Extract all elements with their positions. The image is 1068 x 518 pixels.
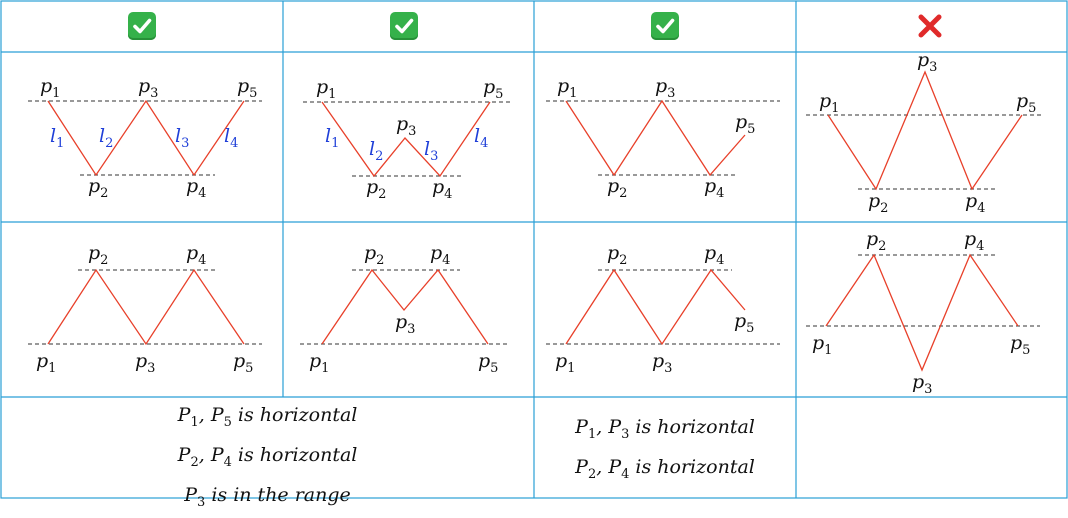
- point-label: p4: [704, 175, 724, 201]
- point-label: p3: [396, 113, 416, 139]
- line-label: l3: [175, 125, 189, 151]
- point-label: p4: [432, 176, 452, 202]
- point-label: p1: [557, 75, 577, 101]
- point-label: p3: [395, 311, 415, 337]
- pattern-r2c1: p2 p4 p1 p3 p5: [28, 242, 262, 376]
- statement-line: P2, P4 is horizontal: [575, 455, 755, 482]
- point-label: p2: [607, 175, 627, 201]
- line-label: l2: [369, 138, 383, 164]
- point-label: p3: [138, 75, 158, 101]
- check-mark-icon: [651, 12, 679, 40]
- point-label: p4: [965, 190, 985, 216]
- point-label: p5: [1010, 332, 1030, 358]
- pattern-r2c4: p2 p4 p1 p5 p3: [806, 228, 1040, 397]
- line-label: l1: [50, 125, 64, 151]
- point-label: p1: [819, 90, 839, 116]
- point-label: p4: [964, 228, 984, 254]
- zigzag-line: [47, 268, 245, 346]
- point-label: p2: [88, 175, 108, 201]
- statement-left: P1, P5 is horizontal P2, P4 is horizonta…: [1, 399, 534, 518]
- pattern-r2c2: p2 p4 p3 p1 p5: [300, 242, 508, 376]
- table-borders: [0, 0, 1068, 499]
- point-label: p4: [704, 242, 724, 268]
- zigzag-line: [827, 70, 1023, 191]
- point-label: p3: [135, 350, 155, 376]
- point-label: p5: [734, 310, 754, 336]
- zigzag-line: [47, 99, 245, 177]
- point-label: p3: [655, 75, 675, 101]
- point-label: p5: [233, 350, 253, 376]
- pattern-r1c2: p1 p3 p5 p2 p4 l1 l2 l3 l4: [303, 76, 510, 202]
- point-label: p1: [40, 75, 60, 101]
- zigzag-line: [565, 268, 746, 346]
- point-label: p5: [735, 111, 755, 137]
- line-label: l4: [474, 125, 488, 151]
- point-label: p3: [912, 371, 932, 397]
- line-label: l1: [325, 125, 339, 151]
- statement-line: P1, P5 is horizontal: [177, 404, 358, 430]
- cross-mark-icon: [916, 12, 944, 40]
- check-mark-icon: [390, 12, 418, 40]
- pattern-r1c3: p1 p3 p5 p2 p4: [546, 75, 780, 201]
- point-label: p1: [812, 332, 832, 358]
- zigzag-line: [321, 268, 489, 345]
- point-label: p4: [430, 242, 450, 268]
- point-label: p1: [309, 350, 329, 376]
- pattern-r1c4: p1 p3 p5 p2 p4: [806, 49, 1042, 216]
- check-mark-icon: [128, 12, 156, 40]
- line-label: l2: [99, 125, 113, 151]
- point-label: p2: [607, 242, 627, 268]
- point-label: p1: [316, 76, 336, 102]
- statement-line: P2, P4 is horizontal: [177, 443, 358, 470]
- point-label: p1: [36, 350, 56, 376]
- statement-line: P1, P3 is horizontal: [575, 416, 755, 442]
- point-label: p5: [1016, 90, 1036, 116]
- point-label: p3: [652, 350, 672, 376]
- point-label: p4: [186, 175, 206, 201]
- pattern-r1c1: p1 p3 p5 p2 p4 l1 l2 l3 l4: [28, 75, 262, 201]
- zigzag-line: [825, 253, 1019, 372]
- diagram-grid: p1 p3 p5 p2 p4 l1 l2 l3 l4 p1 p3 p5 p2 p…: [0, 0, 1068, 499]
- zigzag-line: [321, 101, 491, 178]
- point-label: p4: [186, 242, 206, 268]
- point-label: p5: [237, 75, 257, 101]
- pattern-r2c3: p2 p4 p5 p1 p3: [546, 242, 780, 376]
- zigzag-line: [565, 99, 746, 177]
- point-label: p2: [868, 190, 888, 216]
- point-label: p2: [88, 242, 108, 268]
- point-label: p2: [366, 176, 386, 202]
- point-label: p5: [483, 76, 503, 102]
- line-label: l3: [424, 138, 438, 164]
- point-label: p2: [866, 228, 886, 254]
- line-label: l4: [224, 125, 238, 151]
- point-label: p1: [555, 350, 575, 376]
- statement-right: P1, P3 is horizontal P2, P4 is horizonta…: [534, 411, 796, 491]
- point-label: p3: [917, 49, 937, 75]
- point-label: p5: [478, 350, 498, 376]
- statement-line: P3 is in the range: [184, 483, 351, 510]
- point-label: p2: [364, 242, 384, 268]
